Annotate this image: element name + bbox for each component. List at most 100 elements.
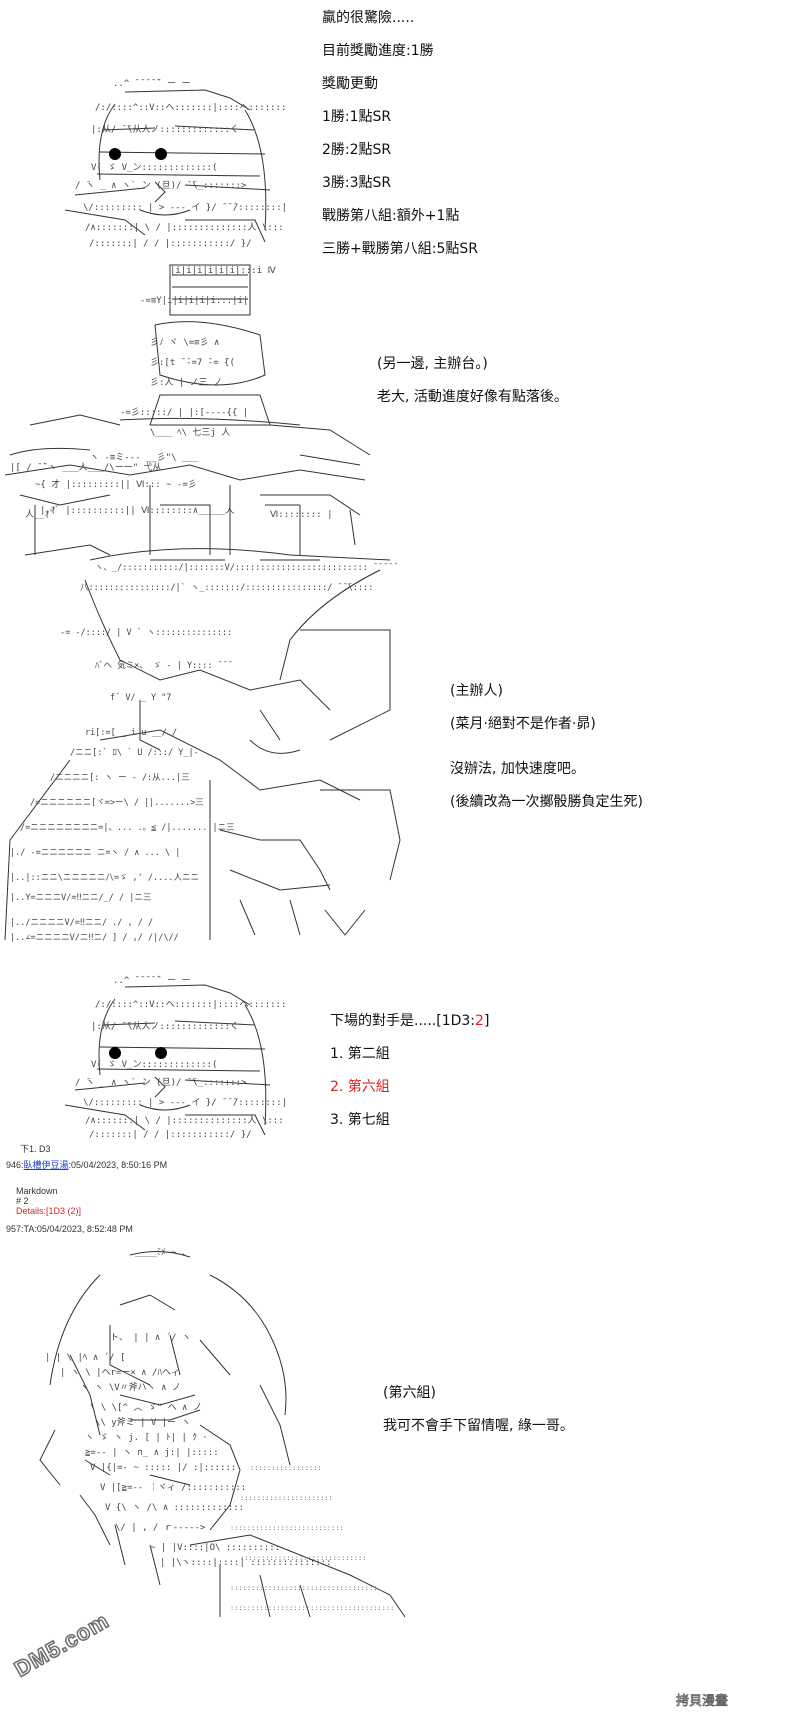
svg-text:|../ニニニニV/=‼ニニ/ ./ , / /: |../ニニニニV/=‼ニニ/ ./ , / / bbox=[10, 918, 153, 928]
svg-text:ri[:=[__ i u: ri[:=[__ i u __/ / bbox=[85, 728, 177, 738]
svg-text:/:::::::| / / |:::::::::: /:::::::| / / |:::::::::::/ }/ bbox=[89, 239, 252, 249]
svg-text:彡:人 | ノ三 ノ: 彡:人 | ノ三 ノ bbox=[150, 377, 222, 388]
panel-5-text: (第六組) 我可不會手下留情喔, 綠一哥。 bbox=[383, 1377, 574, 1443]
girl-ascii-sketch: ..^ ̄ ̄ ̄ ̄ ̄` ー ー /:/::::^::V::ヘ:::::::… bbox=[64, 975, 285, 1140]
svg-text:|[ / ̄ ̄`ヽ ___人___/\ー一" 弋从: |[ / ̄ ̄`ヽ ___人___/\ー一" 弋从 bbox=[10, 461, 162, 473]
panel-2-text: (另一邊, 主辦台。) 老大, 活動進度好像有點落後。 bbox=[377, 348, 568, 414]
dice-log: 下1. D3 946:臥槽伊豆湯:05/04/2023, 8:50:16 PM … bbox=[0, 1142, 800, 1242]
svg-text:/ ̄ヽ _ ∧ ヽ` ン (旦)/ ̄ ̄\_::: / ̄ヽ _ ∧ ヽ` ン (旦)/ ̄ ̄\_:::::::> bbox=[75, 180, 247, 191]
svg-text:彡ﾉ ヾ \=≡彡 ∧: 彡ﾉ ヾ \=≡彡 ∧ bbox=[150, 337, 219, 348]
text-line: 三勝+戰勝第八組:5點SR bbox=[322, 241, 478, 257]
long-haired-girl-art: ..^ ̄ ̄ ̄ ̄ ̄` ー ー /:/::::^::V::ヘ:::::::… bbox=[55, 975, 285, 1140]
svg-text:/∧:::::::| \ / |::::::::: /∧:::::::| \ / |::::::::::::::人 \:::| bbox=[85, 1115, 285, 1126]
svg-text:八::::::::::::::::/|` ヽ_:::::::: 八::::::::::::::::/|` ヽ_:::::::/:::::::::… bbox=[80, 582, 373, 593]
svg-text:彡:[t ̄ ̄-=7 ̄-= ̄{(: 彡:[t ̄ ̄-=7 ̄-= ̄{( bbox=[150, 357, 235, 368]
host-ascii-sketch: ヽ、_/:::::::::::/|:::::::V/::::::::::::::… bbox=[4, 548, 401, 943]
svg-text:\___ ﾍ\ 七三j 人: \___ ﾍ\ 七三j 人 bbox=[150, 427, 230, 438]
svg-text:/=ニニニニニニ[ヾ=>ー\ / ||...: /=ニニニニニニ[ヾ=>ー\ / ||.......>三 bbox=[30, 798, 204, 808]
svg-text:ト、 | | ∧ ´/: ト、 | | ∧ ´/ ヽ bbox=[110, 1332, 191, 1343]
svg-text:Ⅵ:::::::: |: Ⅵ:::::::: | bbox=[270, 510, 333, 520]
svg-text:::::::::::::::::::::::::::::::: ::::::::::::::::::::::::::::::::::::::: bbox=[230, 1604, 394, 1612]
post-timestamp: :05/04/2023, 8:50:16 PM bbox=[68, 1160, 168, 1170]
svg-text:/:/::::^::V::ヘ:::::::|::::ヘ:::: /:/::::^::V::ヘ:::::::|::::ヘ::::::::::\ bbox=[95, 103, 285, 113]
text-line: 沒辦法, 加快速度吧。 bbox=[450, 761, 585, 777]
dice-prompt: 下場的對手是.....[1D3:2] bbox=[330, 1005, 489, 1038]
armored-giant-art: |i|i|i|i|i|i|:::i Ⅳ -=≡Y|i|i|i|i|i:::|i|… bbox=[0, 255, 380, 580]
details-value: [1D3 (2)] bbox=[46, 1206, 82, 1216]
sixth-girl-ascii-sketch: ::::::::::::::::: ::::::::::::::::::::::… bbox=[39, 1248, 406, 1618]
svg-text:V |[≧=-- ￤ヾィ /:::::::::: V |[≧=-- ￤ヾィ /::::::::::: bbox=[100, 1482, 246, 1493]
text-line: 2勝:2點SR bbox=[322, 142, 392, 158]
svg-text:-= -/::::/ | V `: -= -/::::/ | V ` ヽ::::::::::::::: bbox=[60, 627, 232, 638]
post-957: 957:TA:05/04/2023, 8:52:48 PM bbox=[6, 1224, 133, 1234]
giant-ascii-sketch: |i|i|i|i|i|i|:::i Ⅳ -=≡Y|i|i|i|i|i:::|i|… bbox=[4, 264, 371, 561]
svg-text:\/ | , / ｒ----->: \/ | , / ｒ-----> bbox=[115, 1523, 206, 1533]
username-link[interactable]: 臥槽伊豆湯 bbox=[23, 1160, 69, 1170]
svg-text::::::::::::::::::: ::::::::::::::::: bbox=[250, 1464, 322, 1472]
option-item: 3. 第七組 bbox=[330, 1112, 390, 1128]
svg-text:≧=-- | ヽ ∩_ ∧ j:| |::::: ≧=-- | ヽ ∩_ ∧ j:| |::::: bbox=[85, 1448, 219, 1458]
text-line: 戰勝第八組:額外+1點 bbox=[322, 208, 460, 224]
copy-manga-watermark: 拷貝漫畫 bbox=[676, 1690, 729, 1710]
svg-text:|:从/ ̄ ̄\从人ノ:::::::::::::く: |:从/ ̄ ̄\从人ノ:::::::::::::く bbox=[91, 1021, 239, 1032]
option-item: 1. 第二組 bbox=[330, 1046, 390, 1062]
svg-text:ﾊﾞヘ 気ミ×、 ゞ - | Y:: ﾊﾞヘ 気ミ×、 ゞ - | Y:::: ̄ ̄ ̄ bbox=[95, 660, 232, 671]
svg-text:|i|i|i|i|i|i|:::i Ⅳ: |i|i|i|i|i|i|:::i Ⅳ bbox=[170, 266, 277, 276]
svg-text:::::::::::::::::::::::::::::::: ::::::::::::::::::::::::::::::::::: bbox=[230, 1584, 378, 1592]
svg-text:V {\ ヽ /\ ∧ :::::::::::: V {\ ヽ /\ ∧ ::::::::::::: bbox=[105, 1503, 244, 1513]
text-line: (後續改為一次擲骰勝負定生死) bbox=[450, 794, 643, 810]
svg-text::::::::::::::::::::::::::::: ::::::::::::::::::::::::::: bbox=[230, 1524, 344, 1532]
svg-text:/∧:::::::| \ / |::::::::: /∧:::::::| \ / |::::::::::::::人 \:::| bbox=[85, 222, 285, 233]
svg-text:/ニニ[:` ﾛ\ ` U: /ニニ[:` ﾛ\ ` U /:::/ Y_|- bbox=[70, 747, 199, 758]
svg-text:\\ y斧ミ | V |ー ヽ: \\ y斧ミ | V |ー ヽ bbox=[95, 1416, 191, 1428]
dice-roll-result: 2 bbox=[475, 1013, 484, 1029]
svg-text:V( ゞ V_ン::::::::::::: V( ゞ V_ン:::::::::::::( bbox=[91, 163, 217, 173]
text-line: (第六組) bbox=[383, 1385, 436, 1401]
dice-prompt-suffix: ] bbox=[483, 1013, 490, 1029]
text-line bbox=[450, 741, 643, 753]
svg-text:V( ゞ V_ン::::::::::::: V( ゞ V_ン:::::::::::::( bbox=[91, 1060, 217, 1070]
text-line: (主辦人) bbox=[450, 683, 503, 699]
svg-text:~{ 才 |:::::::::|| Ⅵ: ~{ 才 |:::::::::|| Ⅵ::: ~ -=彡 bbox=[35, 478, 197, 490]
svg-text:|:从/ ̄ ̄\从人ノ:::::::::::::く: |:从/ ̄ ̄\从人ノ:::::::::::::く bbox=[91, 124, 239, 135]
svg-text:|./ -=ニニニニニニ ニ=ヽ / ∧ ...: |./ -=ニニニニニニ ニ=ヽ / ∧ ... \ | bbox=[10, 848, 180, 858]
panel-4-text: 下場的對手是.....[1D3:2] 1. 第二組 2. 第六組 3. 第七組 bbox=[330, 1005, 489, 1137]
svg-text:ヽ -≡ミ--- __彡"\ ___: ヽ -≡ミ--- __彡"\ ___ bbox=[90, 452, 199, 463]
post-id: 946: bbox=[6, 1160, 24, 1170]
panel-3-text: (主辦人) (菜月·絕對不是作者·昴) 沒辦法, 加快速度吧。 (後續改為一次擲… bbox=[450, 675, 643, 819]
svg-text:V |{|=- ~ ::::: |/ :|:::::: V |{|=- ~ ::::: |/ :|:::::: bbox=[90, 1463, 236, 1473]
svg-text:|..Y=ニニニV/=‼ニニ/_/ / |ニ: |..Y=ニニニV/=‼ニニ/_/ / |ニ三 bbox=[10, 893, 151, 903]
svg-text:ヽ ヽ \V〃斧ハヽ ∧ ノ: ヽ ヽ \V〃斧ハヽ ∧ ノ bbox=[80, 1381, 181, 1393]
svg-text:|..∠=ニニニニV/ニ‼ニ/ ] / ,/: |..∠=ニニニニV/ニ‼ニ/ ] / ,/ /|/\// bbox=[10, 933, 179, 943]
long-haired-girl-art: ..^ ̄ ̄ ̄ ̄ ̄` ー ー /:/::::^::V::ヘ:::::::… bbox=[55, 70, 285, 250]
svg-text:人__ｵﾞ: 人__ｵﾞ bbox=[25, 509, 54, 520]
svg-text:\ \ \[^ ︿ ゞ" ヘ ∧ ノ: \ \ \[^ ︿ ゞ" ヘ ∧ ノ bbox=[90, 1403, 202, 1413]
text-line: 我可不會手下留情喔, 綠一哥。 bbox=[383, 1418, 574, 1434]
svg-text:/:::::::| / / |:::::::::: /:::::::| / / |:::::::::::/ }/ bbox=[89, 1130, 252, 1140]
panel-2: |i|i|i|i|i|i|:::i Ⅳ -=≡Y|i|i|i|i|i:::|i|… bbox=[0, 255, 800, 580]
svg-text:-=≡Y|i|i|i|i|i:::|i|: -=≡Y|i|i|i|i|i:::|i| bbox=[140, 296, 248, 306]
svg-text:|..|::ニニ\ニニニニニ八=ゞ ,' /....人ニニ: |..|::ニニ\ニニニニニ八=ゞ ,' /....人ニニ bbox=[10, 873, 199, 883]
svg-text:::::::::::::::::::::::: :::::::::::::::::::::: bbox=[240, 1494, 333, 1502]
svg-text:ヽ ゞ ヽ j. [ | ﾄ| |: ヽ ゞ ヽ j. [ | ﾄ| | ｸ · bbox=[85, 1432, 208, 1443]
svg-text:/ニニニニ[: ヽ ー - /:: /ニニニニ[: ヽ ー - /:从...|三 bbox=[50, 773, 190, 783]
text-line: 目前獎勵進度:1勝 bbox=[322, 43, 434, 59]
text-line: 贏的很驚險..... bbox=[322, 10, 415, 26]
dice-prompt-prefix: 下場的對手是.....[1D3: bbox=[330, 1013, 476, 1029]
svg-text:-=彡:::::/ | |:[----{{ |: -=彡:::::/ | |:[----{{ | bbox=[120, 407, 248, 418]
svg-text:/ ̄ヽ _ ∧ ヽ` ン (旦)/ ̄ ̄\_::: / ̄ヽ _ ∧ ヽ` ン (旦)/ ̄ ̄\_:::::::> bbox=[75, 1077, 247, 1088]
svg-text:f´ V/ _ Y "7: f´ V/ _ Y "7 bbox=[110, 692, 171, 703]
svg-text:..^ ̄ ̄ ̄ ̄ ̄` ー ー: ..^ ̄ ̄ ̄ ̄ ̄` ー ー bbox=[113, 78, 191, 89]
details-label: Details: bbox=[16, 1206, 47, 1216]
svg-text:~ | |V::::|O\ ::::::::::: ~ | |V::::|O\ :::::::::: bbox=[150, 1543, 280, 1553]
svg-text:| |\ヽ::::|::::| ::::::::::::: | |\ヽ::::|::::| ::::::::::::::: bbox=[160, 1558, 332, 1568]
svg-text:\/::::::::: | > --- イ }/ ̄: \/::::::::: | > --- イ }/ ̄ ̄ ̄/::::::::| bbox=[83, 203, 285, 213]
panel-5: ::::::::::::::::: ::::::::::::::::::::::… bbox=[0, 1245, 800, 1717]
panel-1-text: 贏的很驚險..... 目前獎勵進度:1勝 獎勵更動 1勝:1點SR 2勝:2點S… bbox=[322, 2, 478, 266]
svg-text:| | \ |ﾍ ∧: | | \ |ﾍ ∧ ´/ [ bbox=[45, 1352, 125, 1363]
roll-command: 下1. D3 bbox=[20, 1144, 51, 1154]
girl-ascii-sketch: ..^ ̄ ̄ ̄ ̄ ̄` ー ー /:/::::^::V::ヘ:::::::… bbox=[64, 78, 285, 249]
markdown-label: Markdown bbox=[16, 1186, 58, 1196]
option-item-selected: 2. 第六組 bbox=[330, 1079, 390, 1095]
text-line: 1勝:1點SR bbox=[322, 109, 392, 125]
